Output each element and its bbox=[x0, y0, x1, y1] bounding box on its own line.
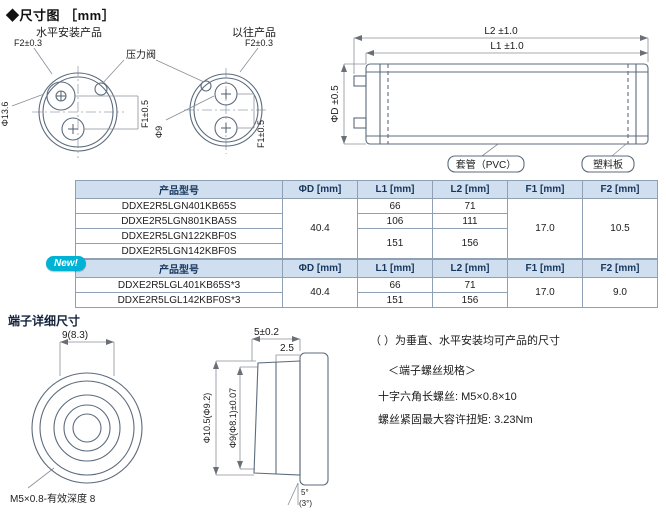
col-header-l2: L2 [mm] bbox=[432, 259, 508, 278]
dim-f1-right: F1±0.5 bbox=[256, 120, 266, 148]
capacitor-top-view-diagrams: 水平安装产品 以往产品 F2±0.3 F2±0.3 压力阀 bbox=[0, 25, 276, 158]
table-row: DDXE2R5LGL142KBF0S*3 151 156 bbox=[75, 292, 658, 308]
dim-f2-left: F2±0.3 bbox=[14, 38, 42, 48]
screw-spec-line2: 螺丝紧固最大容许扭矩: 3.23Nm bbox=[378, 414, 533, 426]
cell-model: DDXE2R5LGL142KBF0S*3 bbox=[75, 292, 283, 308]
cell-model: DDXE2R5LGL401KB65S*3 bbox=[75, 277, 283, 293]
cylinder-body-outline bbox=[353, 63, 649, 173]
col-header-diameter: ΦD [mm] bbox=[282, 180, 358, 199]
dim-f2-right: F2±0.3 bbox=[245, 38, 273, 48]
dim-dia-13-6: Φ13.6 bbox=[0, 102, 10, 127]
col-header-f2: F2 [mm] bbox=[582, 180, 658, 199]
table-row: DDXE2R5LGN142KBF0S bbox=[75, 243, 658, 259]
cell-model: DDXE2R5LGN801KBA5S bbox=[75, 213, 283, 229]
cell-model: DDXE2R5LGN142KBF0S bbox=[75, 243, 283, 259]
col-header-diameter: ΦD [mm] bbox=[282, 259, 358, 278]
terminal-side-view: 5±0.2 2.5 Φ10.5(Φ9.2) Φ9(Φ8.1)±0.07 5° (… bbox=[202, 327, 329, 508]
dimension-tables: 产品型号 ΦD [mm] L1 [mm] L2 [mm] F1 [mm] F2 … bbox=[75, 180, 658, 308]
right-diagram-title: 以往产品 bbox=[232, 25, 276, 39]
table-header-row: 产品型号 ΦD [mm] L1 [mm] L2 [mm] F1 [mm] F2 … bbox=[75, 180, 658, 199]
dim-5-02: 5±0.2 bbox=[254, 327, 279, 338]
col-header-f1: F1 [mm] bbox=[507, 259, 583, 278]
dim-f1-left: F1±0.5 bbox=[140, 100, 150, 128]
cell-l2: 71 bbox=[432, 277, 508, 293]
plate-label: 塑料板 bbox=[593, 158, 623, 171]
sleeve-label: 套管（PVC） bbox=[456, 158, 517, 171]
terminal-section-heading: 端子详细尺寸 bbox=[8, 314, 81, 328]
col-header-l1: L1 [mm] bbox=[357, 180, 433, 199]
new-badge: New! bbox=[46, 256, 86, 271]
cell-l1: 151 bbox=[357, 292, 433, 308]
col-header-l1: L1 [mm] bbox=[357, 259, 433, 278]
parentheses-note: （ ）为垂直、水平安装均可产品的尺寸 bbox=[370, 335, 561, 347]
terminal-side-arrowheads bbox=[213, 336, 300, 475]
cell-l2: 71 bbox=[432, 198, 508, 214]
left-diagram-title: 水平安装产品 bbox=[36, 25, 102, 39]
cell-model: DDXE2R5LGN401KB65S bbox=[75, 198, 283, 214]
dim-dia-10-5: Φ10.5(Φ9.2) bbox=[202, 393, 212, 443]
cell-l1: 66 bbox=[357, 277, 433, 293]
terminal-post-outline bbox=[253, 352, 329, 486]
cell-f2: 9.0 bbox=[582, 277, 658, 308]
screw-spec-line1: 十字六角长螺丝: M5×0.8×10 bbox=[378, 391, 517, 403]
col-header-model: 产品型号 bbox=[75, 259, 283, 278]
terminal-top-arrowheads bbox=[60, 339, 114, 345]
table-row: DDXE2R5LGN401KB65S 40.4 66 71 17.0 10.5 bbox=[75, 198, 658, 259]
dim-dia-d: ΦD ±0.5 bbox=[330, 85, 341, 123]
col-header-f1: F1 [mm] bbox=[507, 180, 583, 199]
terminal-stub-top bbox=[353, 75, 367, 87]
dim-l2: L2 ±1.0 bbox=[484, 26, 518, 37]
cell-f2: 10.5 bbox=[582, 198, 658, 259]
dim-dia-9: Φ9 bbox=[154, 126, 164, 138]
cell-diameter: 40.4 bbox=[282, 277, 358, 308]
cell-f1: 17.0 bbox=[507, 277, 583, 308]
center-lines bbox=[32, 66, 268, 158]
terminal-top-dimension-lines bbox=[27, 341, 115, 489]
terminal-top-view: 9(8.3) M5×0.8-有效深度 8 bbox=[10, 330, 143, 505]
page-title: ◆尺寸图 ［mm］ bbox=[6, 8, 116, 23]
top-view-dimension-lines bbox=[11, 47, 259, 130]
cell-l1: 106 bbox=[357, 213, 433, 229]
col-header-model: 产品型号 bbox=[75, 180, 283, 199]
dim-2-5: 2.5 bbox=[280, 343, 294, 354]
angle-3deg: (3°) bbox=[299, 499, 312, 508]
sleeve-label-box bbox=[447, 155, 525, 173]
terminal-stub-bottom bbox=[353, 117, 367, 129]
terminal-concentric-circles bbox=[31, 372, 143, 484]
table-header-row: 产品型号 ΦD [mm] L1 [mm] L2 [mm] F1 [mm] F2 … bbox=[75, 259, 658, 278]
plate-label-box bbox=[581, 155, 635, 173]
angle-5deg: 5° bbox=[301, 488, 309, 497]
col-header-l2: L2 [mm] bbox=[432, 180, 508, 199]
cell-f1: 17.0 bbox=[507, 198, 583, 259]
pressure-valve-label: 压力阀 bbox=[126, 48, 156, 61]
col-header-f2: F2 [mm] bbox=[582, 259, 658, 278]
horizontal-mount-top-view-outline bbox=[38, 72, 118, 152]
table-row: DDXE2R5LGN801KBA5S 106 111 bbox=[75, 213, 658, 229]
dim-dia-9-007: Φ9(Φ8.1)±0.07 bbox=[228, 388, 238, 448]
cell-l2: 156 bbox=[432, 228, 508, 259]
screw-spec-title: ＜端子螺丝规格＞ bbox=[388, 365, 476, 377]
dimensions-table-new: 产品型号 ΦD [mm] L1 [mm] L2 [mm] F1 [mm] F2 … bbox=[75, 259, 658, 308]
cell-l2: 111 bbox=[432, 213, 508, 229]
dim-9-8-3: 9(8.3) bbox=[62, 330, 88, 341]
side-view-arrowheads bbox=[341, 35, 648, 144]
cell-model: DDXE2R5LGN122KBF0S bbox=[75, 228, 283, 244]
thread-spec-label: M5×0.8-有效深度 8 bbox=[10, 492, 96, 505]
cell-l2: 156 bbox=[432, 292, 508, 308]
cell-l1: 151 bbox=[357, 228, 433, 259]
cell-l1: 66 bbox=[357, 198, 433, 214]
table-row: DDXE2R5LGN122KBF0S 151 156 bbox=[75, 228, 658, 259]
capacitor-side-view: L2 ±1.0 L1 ±1.0 ΦD ±0.5 套管（PVC） 塑料板 bbox=[330, 26, 649, 173]
side-view-dimension-lines bbox=[343, 37, 649, 157]
cell-diameter: 40.4 bbox=[282, 198, 358, 259]
dimensions-table-current: 产品型号 ΦD [mm] L1 [mm] L2 [mm] F1 [mm] F2 … bbox=[75, 180, 658, 259]
dim-l1: L1 ±1.0 bbox=[490, 41, 524, 52]
table-row: DDXE2R5LGL401KB65S*3 40.4 66 71 17.0 9.0 bbox=[75, 277, 658, 308]
